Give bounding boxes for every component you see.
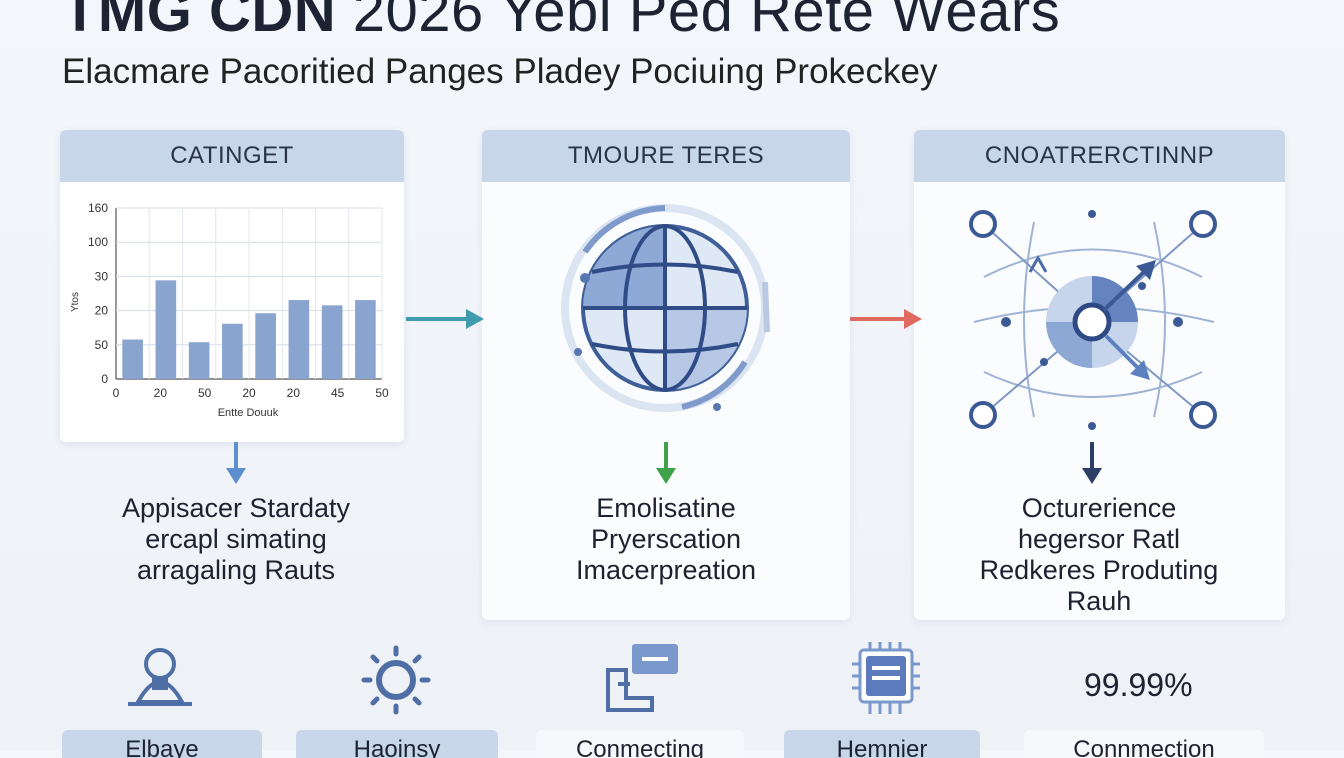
description-3: Octurerience hegersor Ratl Redkeres Prod… xyxy=(979,493,1219,616)
y-tick-label: 0 xyxy=(101,372,108,386)
description-1: Appisacer Stardaty ercapl simating arrag… xyxy=(121,493,351,585)
y-axis-label: Ytos xyxy=(70,292,81,312)
bar xyxy=(288,300,310,379)
chip-icon xyxy=(852,642,920,714)
page-subtitle: Elacmare Pacoritied Panges Pladey Pociui… xyxy=(62,52,938,91)
y-tick-label: 50 xyxy=(95,338,109,352)
panel-tmoure-teres: TMOURE TERES xyxy=(482,130,850,620)
description-2: Emolisatine Pryerscation Imacerpreation xyxy=(575,493,757,585)
network-hub-icon xyxy=(969,210,1217,430)
bar xyxy=(155,280,177,379)
x-tick-label: 20 xyxy=(287,386,301,400)
page-title: TMG CDN 2026 Yebl Ped Rete Wears xyxy=(62,0,1061,44)
sun-gear-icon xyxy=(361,645,431,715)
chip-conmecting: Conmecting xyxy=(536,730,744,758)
lock-person-icon xyxy=(128,648,192,706)
chip-haoinsy: Haoinsy xyxy=(296,730,498,758)
x-tick-label: 45 xyxy=(331,386,345,400)
bar xyxy=(355,300,376,379)
panel-header: CATINGET xyxy=(60,130,404,182)
arrow-down-blue-icon xyxy=(226,442,246,484)
y-tick-label: 30 xyxy=(95,269,109,283)
x-tick-label: 50 xyxy=(198,386,212,400)
x-tick-label: 20 xyxy=(242,386,256,400)
bar xyxy=(122,339,143,379)
panel-header: CNOATRERCTINNP xyxy=(914,130,1285,182)
y-tick-label: 160 xyxy=(88,201,108,215)
y-tick-label: 100 xyxy=(88,235,108,249)
chip-elbaye: Elbaye xyxy=(62,730,262,758)
y-tick-label: 20 xyxy=(95,304,109,318)
x-tick-label: 0 xyxy=(113,386,120,400)
panel-header: TMOURE TERES xyxy=(482,130,850,182)
bar xyxy=(222,323,243,379)
x-tick-label: 50 xyxy=(375,386,389,400)
x-tick-label: 20 xyxy=(154,386,168,400)
arrow-down-navy-icon xyxy=(1082,442,1102,484)
bar xyxy=(321,305,343,379)
chat-monitor-icon xyxy=(606,644,678,712)
arrow-right-teal-icon xyxy=(406,309,484,329)
bar xyxy=(255,313,276,379)
bar xyxy=(188,342,210,379)
uptime-stat: 99.99% xyxy=(1084,667,1193,703)
globe-icon xyxy=(561,204,770,412)
panel-cnoatrerctinnp: CNOATRERCTINNP xyxy=(914,130,1285,620)
chip-hemnier: Hemnier xyxy=(784,730,980,758)
x-axis-label: Entte Douuk xyxy=(218,407,279,419)
panel-catinget: CATINGET 160 100 30 20 50 0 0 20 50 20 20 45 50 Ent… xyxy=(60,130,404,442)
arrow-right-red-icon xyxy=(850,309,922,329)
arrow-down-green-icon xyxy=(656,442,676,484)
chip-connmection: Connmection xyxy=(1024,730,1264,758)
